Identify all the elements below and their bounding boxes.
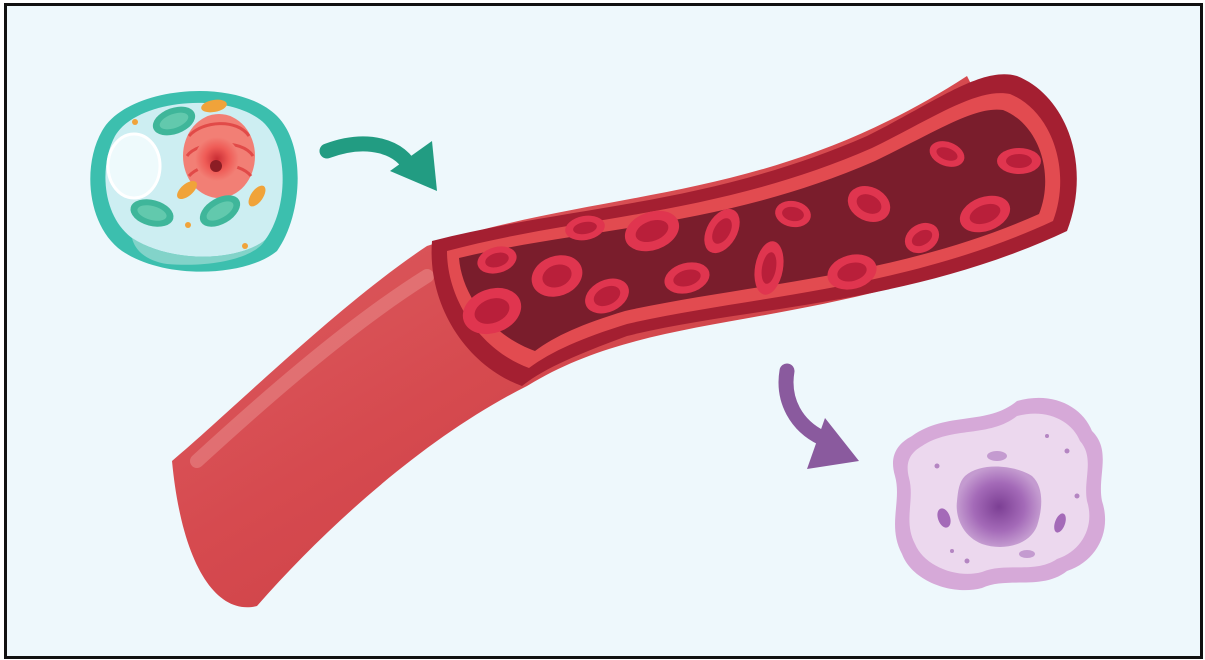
chloroplast	[130, 199, 174, 227]
red-blood-cell	[847, 186, 891, 222]
chloroplast	[199, 195, 241, 227]
red-blood-cell	[531, 255, 583, 297]
mitochondrion	[248, 185, 266, 207]
blood-vessel	[172, 74, 1077, 608]
red-blood-cell	[959, 195, 1011, 233]
diagram-frame	[4, 3, 1203, 659]
mitochondrion	[201, 99, 227, 113]
curved-arrow-icon	[778, 363, 859, 469]
red-blood-cell	[929, 141, 965, 167]
red-blood-cell	[997, 148, 1041, 174]
red-blood-cell	[704, 208, 740, 254]
mitochondrion	[177, 181, 197, 199]
red-blood-cell	[754, 241, 784, 295]
red-blood-cell	[827, 254, 877, 290]
red-blood-cell	[462, 287, 522, 335]
red-blood-cell	[775, 200, 811, 228]
target-cell	[892, 397, 1106, 591]
diagram-canvas	[90, 74, 1106, 608]
source-cell-nucleus	[195, 137, 239, 181]
red-blood-cell	[477, 246, 517, 274]
chloroplast	[152, 106, 196, 136]
source-cell	[90, 90, 298, 272]
vacuole	[106, 132, 162, 200]
red-blood-cells	[462, 141, 1041, 335]
red-blood-cell	[624, 210, 680, 252]
red-blood-cell	[585, 278, 629, 314]
red-blood-cell	[565, 215, 605, 241]
red-blood-cell	[904, 222, 940, 254]
curved-arrow-icon	[319, 136, 437, 191]
target-cell-nucleus	[956, 466, 1042, 547]
red-blood-cell	[664, 262, 710, 294]
